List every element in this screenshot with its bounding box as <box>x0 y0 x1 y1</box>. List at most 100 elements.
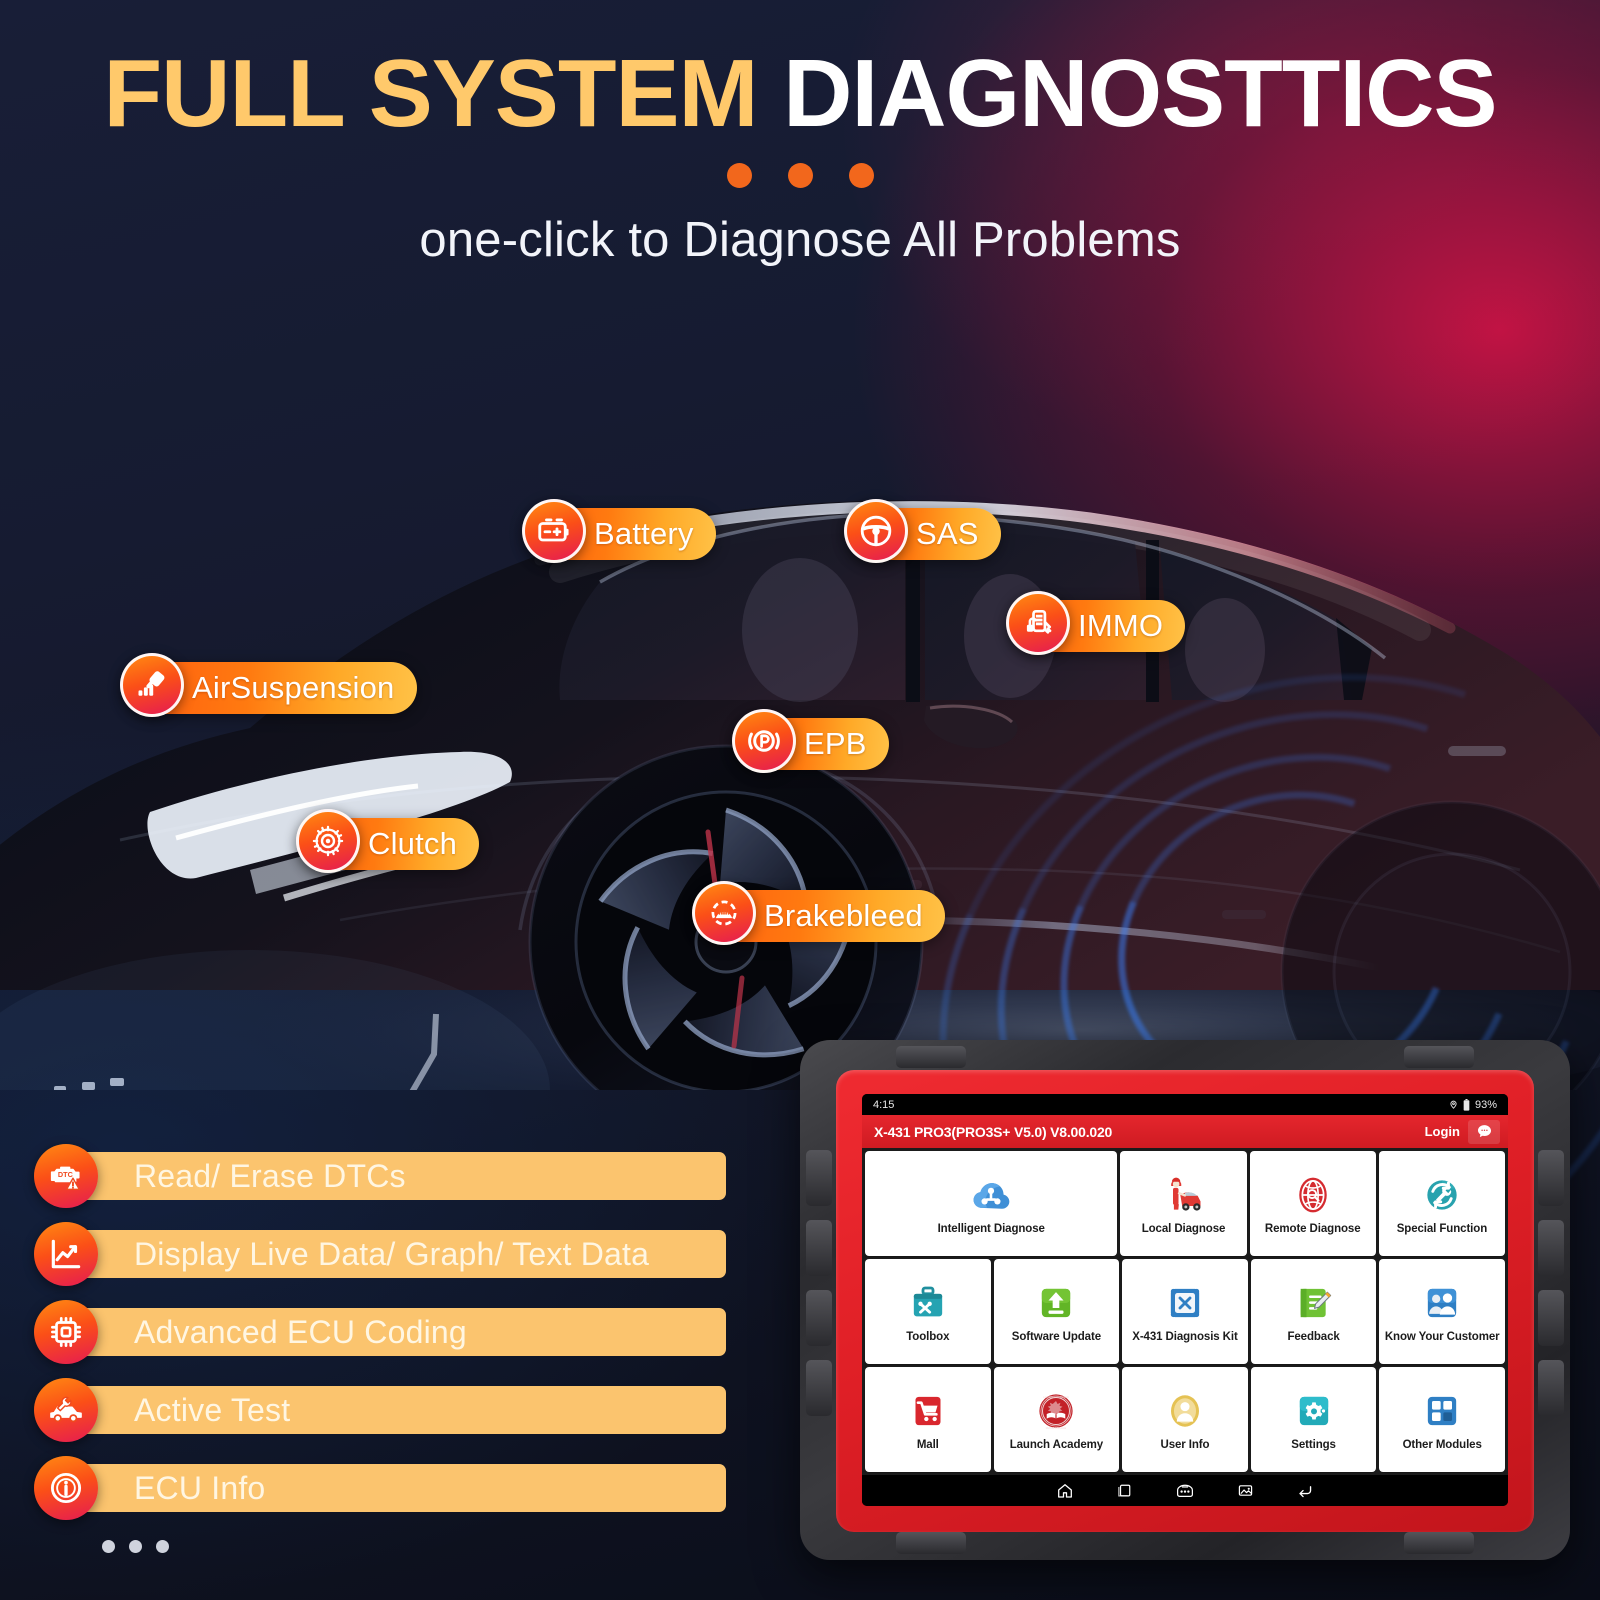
diagnostic-tablet-device: 4:15 <box>800 1040 1570 1560</box>
parking-brake-icon <box>732 709 796 773</box>
vci-connector-icon[interactable] <box>1175 1482 1195 1499</box>
academy-seal-icon: LAUNCH AUTOMOBILE REPAIR COLLEGE <box>1033 1388 1079 1434</box>
grid-modules-icon <box>1419 1388 1465 1434</box>
status-time: 4:15 <box>873 1098 895 1111</box>
more-dot <box>102 1540 115 1553</box>
android-status-bar: 4:15 <box>862 1094 1508 1115</box>
recents-icon[interactable] <box>1116 1482 1133 1499</box>
app-tile-know-your-customer[interactable]: Know Your Customer <box>1379 1259 1505 1364</box>
shopping-cart-icon <box>905 1388 951 1434</box>
user-avatar-icon <box>1162 1388 1208 1434</box>
app-tile-toolbox[interactable]: Toolbox <box>865 1259 991 1364</box>
app-tile-user-info[interactable]: User Info <box>1122 1367 1248 1472</box>
callout-clutch[interactable]: Clutch <box>296 809 480 873</box>
app-tile-label: Other Modules <box>1402 1439 1482 1451</box>
app-tile-label: Intelligent Diagnose <box>937 1223 1045 1235</box>
callout-label: Battery <box>594 516 694 551</box>
status-battery-percent: 93% <box>1474 1098 1497 1111</box>
app-tile-label: Launch Academy <box>1009 1439 1104 1451</box>
feature-bar: Display Live Data/ Graph/ Text Data <box>76 1230 726 1278</box>
tablet-grip <box>896 1532 966 1554</box>
car-wrench-icon <box>34 1378 98 1442</box>
line-chart-icon <box>34 1222 98 1286</box>
feature-bar: Active Test <box>76 1386 726 1434</box>
battery-icon <box>1463 1098 1470 1111</box>
callout-immo[interactable]: IMMO <box>1006 591 1186 655</box>
page-title: FULL SYSTEM DIAGNOSTTICS <box>0 43 1600 145</box>
screenshot-icon[interactable] <box>1237 1482 1254 1499</box>
app-tile-label: User Info <box>1160 1439 1210 1451</box>
app-tile-mall[interactable]: Mall <box>865 1367 991 1472</box>
app-tile-launch-academy[interactable]: LAUNCH AUTOMOBILE REPAIR COLLEGE Launch … <box>993 1367 1120 1472</box>
back-arrow-icon[interactable] <box>1296 1482 1314 1500</box>
android-navigation-bar <box>862 1475 1508 1506</box>
app-tile-feedback[interactable]: Feedback <box>1250 1259 1377 1364</box>
tablet-red-bezel: 4:15 <box>836 1070 1534 1532</box>
info-circle-icon <box>34 1456 98 1520</box>
remote-globe-icon <box>1290 1172 1336 1218</box>
app-tile-label: X-431 Diagnosis Kit <box>1132 1331 1238 1343</box>
chat-bubble-icon[interactable] <box>1468 1119 1500 1144</box>
feedback-pencil-icon <box>1291 1280 1337 1326</box>
app-tile-intelligent-diagnose[interactable]: Intelligent Diagnose <box>865 1151 1118 1256</box>
title-gold-part: FULL SYSTEM <box>103 40 784 147</box>
page-subtitle: one-click to Diagnose All Problems <box>419 212 1181 267</box>
upload-arrow-icon <box>1033 1280 1079 1326</box>
app-tile-label: Toolbox <box>906 1331 950 1343</box>
separator-dot <box>726 162 752 188</box>
svg-text:DTC: DTC <box>58 1170 74 1179</box>
callout-label: AirSuspension <box>192 670 395 705</box>
app-tile-label: Special Function <box>1396 1223 1488 1235</box>
app-title-bar: X-431 PRO3(PRO3S+ V5.0) V8.00.020 Login <box>862 1115 1508 1148</box>
cloud-network-icon <box>968 1172 1014 1218</box>
callout-brakebleed[interactable]: Brakebleed <box>692 881 945 945</box>
feature-bar: Advanced ECU Coding <box>76 1308 726 1356</box>
tablet-grip <box>1538 1150 1564 1206</box>
separator-dot <box>787 162 813 188</box>
steering-wheel-icon <box>844 499 908 563</box>
app-tile-remote-diagnose[interactable]: Remote Diagnose <box>1249 1151 1376 1256</box>
app-tile-settings[interactable]: Settings <box>1250 1367 1377 1472</box>
app-tile-label: Settings <box>1291 1439 1336 1451</box>
callout-airsuspension[interactable]: AirSuspension <box>120 653 417 717</box>
wrench-refresh-icon <box>1419 1172 1465 1218</box>
brake-bleed-icon <box>692 881 756 945</box>
feature-item-live-data[interactable]: Display Live Data/ Graph/ Text Data <box>34 1222 734 1286</box>
air-suspension-icon <box>120 653 184 717</box>
app-tile-local-diagnose[interactable]: Local Diagnose <box>1120 1151 1247 1256</box>
tablet-grip <box>1404 1046 1474 1068</box>
feature-list-more-indicator <box>102 1540 734 1553</box>
tablet-grip <box>806 1220 832 1276</box>
tablet-grip <box>1538 1290 1564 1346</box>
more-dot <box>129 1540 142 1553</box>
app-tile-other-modules[interactable]: Other Modules <box>1379 1367 1505 1472</box>
tablet-grip <box>1404 1532 1474 1554</box>
clutch-icon <box>296 809 360 873</box>
feature-item-ecu-coding[interactable]: Advanced ECU Coding <box>34 1300 734 1364</box>
callout-label: SAS <box>916 516 979 551</box>
feature-item-read-erase-dtcs[interactable]: Read/ Erase DTCs DTC <box>34 1144 734 1208</box>
tablet-grip <box>806 1360 832 1416</box>
feature-item-ecu-info[interactable]: ECU Info <box>34 1456 734 1520</box>
app-tile-label: Mall <box>916 1439 939 1451</box>
app-tile-software-update[interactable]: Software Update <box>993 1259 1120 1364</box>
feature-bar: ECU Info <box>76 1464 726 1512</box>
callout-battery[interactable]: Battery <box>522 499 716 563</box>
app-tile-label: Know Your Customer <box>1384 1331 1500 1343</box>
svg-text:REPAIR COLLEGE: REPAIR COLLEGE <box>1046 1427 1067 1430</box>
more-dot <box>156 1540 169 1553</box>
location-pin-icon <box>1449 1099 1458 1110</box>
app-tile-x431-diagnosis-kit[interactable]: X-431 Diagnosis Kit <box>1122 1259 1248 1364</box>
home-icon[interactable] <box>1056 1482 1074 1500</box>
feature-list: Read/ Erase DTCs DTC Display Live Data/ … <box>34 1144 734 1553</box>
login-button[interactable]: Login <box>1424 1124 1460 1139</box>
callout-sas[interactable]: SAS <box>844 499 1001 563</box>
diagnosis-kit-icon <box>1162 1280 1208 1326</box>
title-dot-separator <box>0 162 1600 188</box>
callout-epb[interactable]: EPB <box>732 709 889 773</box>
feature-label: Read/ Erase DTCs <box>134 1157 406 1194</box>
app-tile-label: Local Diagnose <box>1141 1223 1226 1235</box>
feature-item-active-test[interactable]: Active Test <box>34 1378 734 1442</box>
tablet-grip <box>1538 1220 1564 1276</box>
app-tile-special-function[interactable]: Special Function <box>1378 1151 1506 1256</box>
